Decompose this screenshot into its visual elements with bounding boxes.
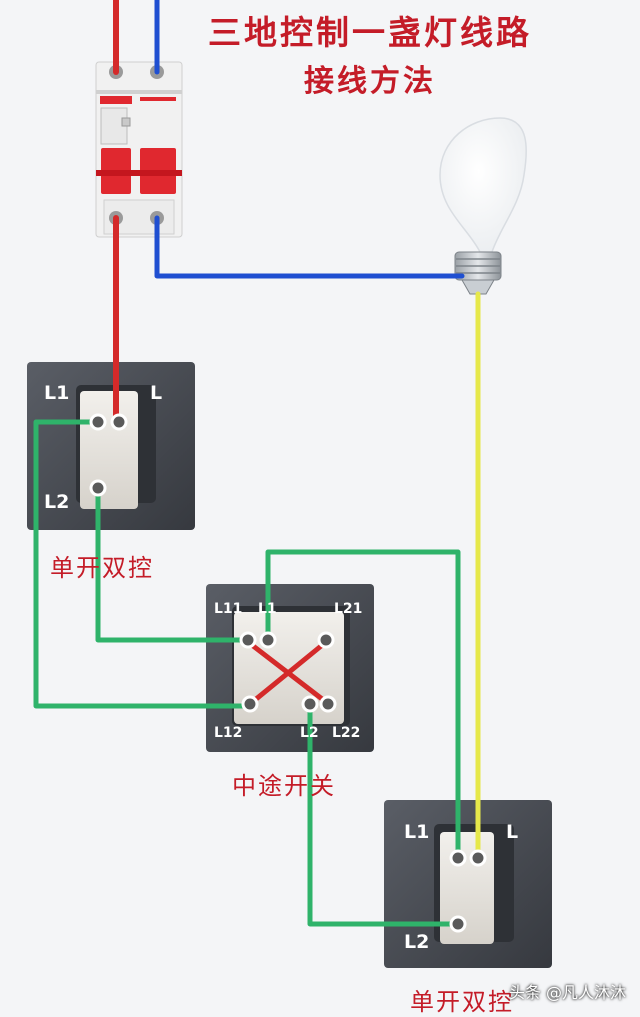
traveler-top-l2 [95, 485, 251, 643]
traveler-top-l1 [33, 419, 253, 709]
bottom-switch-l1-label: L1 [404, 821, 429, 843]
diagram-subtitle: 接线方法 [304, 64, 436, 99]
mid-switch-l11-label: L11 [214, 601, 242, 617]
switch-middle-label: 中途开关 [232, 772, 336, 800]
traveler-mid-l1-bottom-l1 [265, 549, 461, 861]
bottom-switch-l-label: L [506, 821, 518, 843]
switch-bottom-label: 单开双控 [410, 988, 514, 1016]
mid-switch-l2-label: L2 [300, 725, 319, 741]
circuit-breaker-icon [95, 61, 183, 238]
top-switch-l2-label: L2 [44, 491, 69, 513]
neutral-wire-lamp [154, 215, 465, 279]
top-switch-l1-label: L1 [44, 382, 69, 404]
cross-link-b [247, 639, 329, 707]
mid-switch-l21-label: L21 [334, 601, 362, 617]
top-switch-l-label: L [150, 382, 162, 404]
switch-top-label: 单开双控 [50, 554, 154, 582]
mid-switch-l1-label: L1 [258, 601, 277, 617]
terminals [89, 413, 487, 933]
watermark: 头条 @凡人沐沐 [508, 983, 626, 1002]
traveler-mid-l2-bottom-l2 [307, 703, 461, 927]
bottom-switch-l2-label: L2 [404, 931, 429, 953]
diagram-title: 三地控制一盏灯线路 [208, 13, 532, 52]
wires [33, 0, 481, 927]
mid-switch-l12-label: L12 [214, 725, 242, 741]
light-bulb-icon [439, 117, 527, 295]
mid-switch-l22-label: L22 [332, 725, 360, 741]
